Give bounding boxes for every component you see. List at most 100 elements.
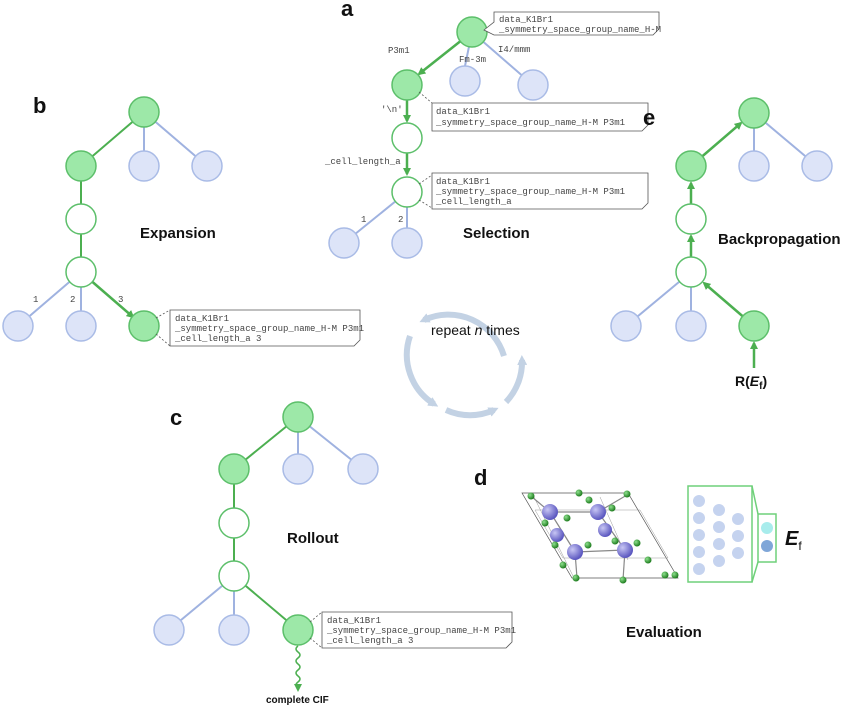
node-c-leaf-1 xyxy=(153,614,185,646)
atom-br xyxy=(633,539,641,547)
node-e-mid xyxy=(738,150,770,182)
output-box xyxy=(757,513,777,563)
atom-br xyxy=(563,514,571,522)
atom-k xyxy=(598,523,612,537)
complete-cif-label: complete CIF xyxy=(266,695,329,706)
note-b-line-1: data_K1Br1 xyxy=(175,314,229,324)
atom-br xyxy=(572,574,580,582)
node-e-leaf-3 xyxy=(738,310,770,342)
cycle-arrow-bottom xyxy=(444,407,499,419)
output-neuron xyxy=(761,540,773,552)
node-c-root xyxy=(282,401,314,433)
node-b-mid xyxy=(128,150,160,182)
edge-label-2: 2 xyxy=(398,215,403,225)
cycle-arrow-top xyxy=(419,311,507,357)
panel-e: e Backpropagation R(Ef) xyxy=(610,97,841,392)
node-c-lvl3 xyxy=(218,560,250,592)
node-leaf-2 xyxy=(391,227,423,259)
note-3-line-1: data_K1Br1 xyxy=(436,177,490,187)
atom-k xyxy=(567,544,583,560)
atom-br xyxy=(623,490,631,498)
note-box-b: data_K1Br1 _symmetry_space_group_name_H-… xyxy=(155,309,364,347)
atom-k xyxy=(550,528,564,542)
node-b-lvl1 xyxy=(65,150,97,182)
neuron xyxy=(713,521,725,533)
note-c-line-1: data_K1Br1 xyxy=(327,616,381,626)
node-b-leaf-3 xyxy=(128,310,160,342)
node-i4mmm xyxy=(517,69,549,101)
edge-label-1: 1 xyxy=(361,215,366,225)
panel-letter-a: a xyxy=(341,0,354,21)
note-c-line-3: _cell_length_a 3 xyxy=(326,636,413,646)
node-c-lvl2 xyxy=(218,507,250,539)
cycle-arrow-right xyxy=(503,355,528,405)
edge-label-newline: '\n' xyxy=(381,105,403,115)
node-fm3m xyxy=(449,65,481,97)
rollout-squiggle xyxy=(294,645,302,692)
node-c-right xyxy=(347,453,379,485)
atom-br xyxy=(584,541,592,549)
node-b-right xyxy=(191,150,223,182)
panel-c: c complete CIF data_K1Br1 _symmetry_spac… xyxy=(153,401,516,706)
node-e-lvl1 xyxy=(675,150,707,182)
neuron xyxy=(713,538,725,550)
note-3-line-2: _symmetry_space_group_name_H-M P3m1 xyxy=(435,187,625,197)
note-box-1: data_K1Br1 _symmetry_space_group_name_H-… xyxy=(483,11,661,36)
edge-label-p3m1: P3m1 xyxy=(388,46,410,56)
atom-br xyxy=(661,571,669,579)
edge-label-i4mmm: I4/mmm xyxy=(498,45,530,55)
crystal-structure xyxy=(521,489,679,584)
note-box-3: data_K1Br1 _symmetry_space_group_name_H-… xyxy=(418,172,649,210)
stage-title-expansion: Expansion xyxy=(140,225,216,242)
node-newline xyxy=(391,122,423,154)
node-c-lvl1 xyxy=(218,453,250,485)
repeat-label: repeat n times xyxy=(431,322,520,338)
neuron xyxy=(693,563,705,575)
node-e-right xyxy=(801,150,833,182)
stage-title-backpropagation: Backpropagation xyxy=(718,231,841,248)
node-e-lvl2 xyxy=(675,203,707,235)
node-b-root xyxy=(128,96,160,128)
neuron xyxy=(693,546,705,558)
neuron xyxy=(713,504,725,516)
atom-br xyxy=(619,576,627,584)
neural-network xyxy=(687,485,777,583)
neuron xyxy=(693,529,705,541)
note-box-2: data_K1Br1 _symmetry_space_group_name_H-… xyxy=(418,91,649,132)
node-c-mid xyxy=(282,453,314,485)
note-2-line-2: _symmetry_space_group_name_H-M P3m1 xyxy=(435,118,625,128)
network-box xyxy=(687,485,753,583)
note-3-line-3: _cell_length_a xyxy=(435,197,512,207)
note-2-line-1: data_K1Br1 xyxy=(436,107,490,117)
note-1-line-1: data_K1Br1 xyxy=(499,15,553,25)
edge-label-b-1: 1 xyxy=(33,295,38,305)
node-e-lvl3 xyxy=(675,256,707,288)
repeat-cycle: repeat n times xyxy=(403,311,528,419)
node-root xyxy=(456,16,488,48)
node-p3m1 xyxy=(391,69,423,101)
note-c-line-2: _symmetry_space_group_name_H-M P3m1 xyxy=(326,626,516,636)
node-e-leaf-1 xyxy=(610,310,642,342)
atom-br xyxy=(608,504,616,512)
stage-title-rollout: Rollout xyxy=(287,530,339,547)
node-b-leaf-1 xyxy=(2,310,34,342)
edge-label-b-2: 2 xyxy=(70,295,75,305)
neuron xyxy=(732,547,744,559)
output-neuron xyxy=(761,522,773,534)
panel-letter-e: e xyxy=(643,105,655,130)
node-b-lvl2 xyxy=(65,203,97,235)
panel-letter-c: c xyxy=(170,405,182,430)
cycle-arrow-left xyxy=(403,335,439,407)
atom-br xyxy=(611,537,619,545)
atom-br xyxy=(527,492,535,500)
atom-br xyxy=(551,541,559,549)
node-leaf-1 xyxy=(328,227,360,259)
node-c-leaf-2 xyxy=(218,614,250,646)
atom-br xyxy=(585,496,593,504)
edge-label-fm3m: Fm-3m xyxy=(459,55,486,65)
neuron xyxy=(732,513,744,525)
note-b-line-2: _symmetry_space_group_name_H-M P3m1 xyxy=(174,324,364,334)
node-b-lvl3 xyxy=(65,256,97,288)
panel-letter-d: d xyxy=(474,465,487,490)
